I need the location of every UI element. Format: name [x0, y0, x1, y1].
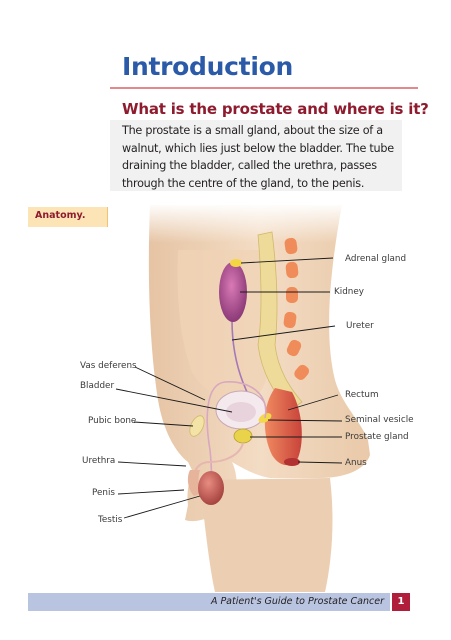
label-urethra: Urethra: [82, 456, 116, 466]
adrenal-gland: [230, 259, 242, 267]
label-bladder: Bladder: [80, 381, 115, 391]
page-number-badge: 1: [392, 593, 410, 611]
thigh-silhouette: [200, 478, 333, 592]
label-adrenal-gland: Adrenal gland: [345, 254, 407, 264]
prostate-gland: [233, 428, 253, 444]
label-testis: Testis: [98, 515, 123, 525]
section-title: What is the prostate and where is it?: [122, 100, 429, 118]
pubic-bone: [189, 415, 205, 437]
label-penis: Penis: [92, 488, 116, 498]
label-pubic-bone: Pubic bone: [88, 416, 137, 426]
intro-paragraph: The prostate is a small gland, about the…: [122, 122, 402, 192]
intro-line: draining the bladder, called the urethra…: [122, 159, 377, 172]
page-title: Introduction: [122, 52, 293, 81]
abdominal-cavity: [177, 250, 271, 399]
label-prostate-gland: Prostate gland: [345, 432, 409, 442]
spine: [257, 231, 303, 411]
kidney: [219, 262, 247, 322]
label-seminal-vesicle: Seminal vesicle: [345, 415, 414, 425]
intro-line: walnut, which lies just below the bladde…: [122, 141, 394, 155]
figure-tab: Anatomy.: [28, 207, 108, 227]
footer-title: A Patient's Guide to Prostate Cancer: [210, 596, 384, 607]
label-anus: Anus: [345, 458, 367, 468]
testis: [198, 471, 224, 505]
rectum: [264, 388, 302, 466]
label-vas-deferens: Vas deferens: [80, 361, 137, 371]
leader-lines: [115, 257, 343, 519]
label-rectum: Rectum: [345, 390, 379, 400]
anus: [284, 458, 300, 466]
figure-tab-label: Anatomy.: [35, 210, 86, 221]
label-kidney: Kidney: [334, 287, 364, 297]
vertebra-discs: [283, 237, 310, 380]
intro-panel: [110, 120, 402, 191]
title-divider: [110, 87, 418, 89]
penis: [187, 470, 200, 496]
footer-bar: [28, 593, 390, 611]
intro-line: through the centre of the gland, to the …: [122, 176, 365, 190]
label-ureter: Ureter: [346, 321, 374, 331]
intro-line: The prostate is a small gland, about the…: [122, 124, 383, 137]
